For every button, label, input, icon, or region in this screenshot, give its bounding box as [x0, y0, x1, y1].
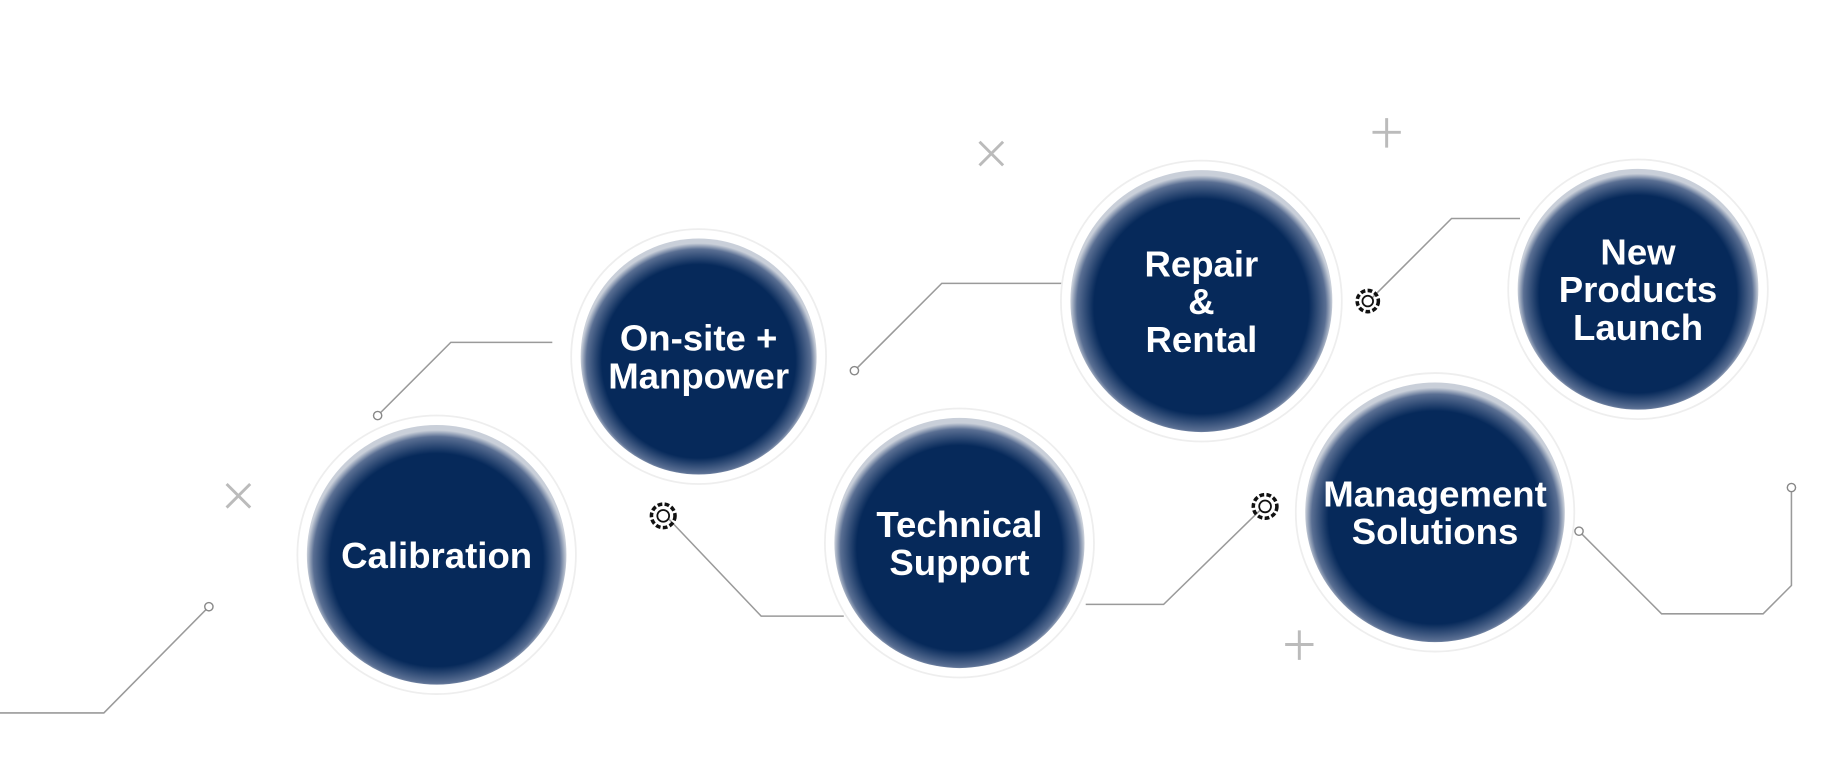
- service-label: Support: [889, 542, 1029, 583]
- service-label: Products: [1559, 269, 1718, 310]
- service-label: Calibration: [341, 535, 532, 576]
- service-onsite[interactable]: On-site +Manpower: [570, 228, 827, 485]
- service-label: On-site +: [620, 318, 778, 359]
- service-label: Rental: [1145, 319, 1257, 360]
- service-circle: [1070, 170, 1333, 433]
- service-calibration[interactable]: Calibration: [296, 414, 577, 695]
- service-circle: [1517, 168, 1759, 410]
- service-circle: [306, 424, 567, 685]
- service-label: Technical: [876, 504, 1042, 545]
- connector-lines: [0, 217, 1797, 714]
- service-label: Management: [1323, 473, 1547, 514]
- gear-icon: [1251, 492, 1279, 520]
- service-label: Solutions: [1352, 511, 1519, 552]
- plus-icon: [1372, 118, 1401, 148]
- service-label: Launch: [1573, 307, 1703, 348]
- service-label: Manpower: [608, 355, 789, 396]
- gear-icon: [649, 502, 677, 530]
- service-circle: [580, 238, 817, 475]
- cross-x-icon: [225, 482, 252, 509]
- service-label: Repair: [1144, 243, 1258, 284]
- service-repair[interactable]: Repair&Rental: [1060, 159, 1343, 443]
- service-label: New: [1600, 231, 1676, 272]
- service-circle: [834, 417, 1085, 669]
- service-label: &: [1188, 281, 1214, 322]
- service-circle: [1305, 382, 1565, 643]
- cross-x-icon: [978, 140, 1005, 167]
- plus-icon: [1285, 630, 1314, 660]
- gear-icon: [1355, 288, 1381, 314]
